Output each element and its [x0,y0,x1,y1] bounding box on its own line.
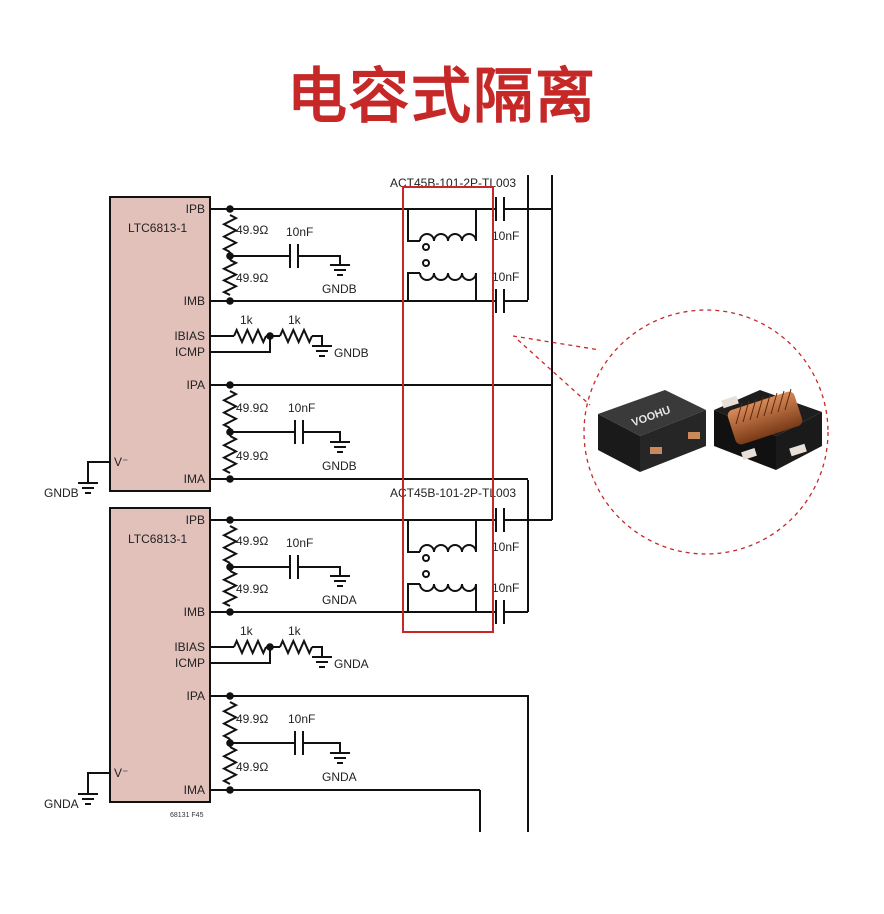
wire [312,335,323,346]
chip-name: LTC6813-1 [128,532,187,546]
resistor-symbol [221,214,239,253]
ground-label: GNDB [334,346,369,360]
capacitor-label: 10nF [286,225,313,239]
junction-dot [226,608,234,616]
resistor-symbol [279,638,313,656]
wire [312,646,323,657]
pin-ipa: IPA [187,689,205,703]
chip-ground-label: GNDA [44,797,79,811]
resistor-symbol [279,327,313,345]
resistor-symbol [233,638,267,656]
transformer-winding [419,544,477,553]
pin-imb: IMB [184,294,205,308]
wire [210,336,271,353]
resistor-symbol [221,525,239,564]
resistor-label: 49.9Ω [236,712,268,726]
chip-block-lower: LTC6813-1 IPB IMB IBIAS ICMP IPA IMA V⁻ GNDA 49.9… [44,507,552,811]
wire [303,742,341,753]
series-cap-label: 10nF [492,581,519,595]
ground-label: GNDA [322,770,357,784]
resistor-label: 49.9Ω [236,271,268,285]
transformer-winding [419,583,477,592]
chip-name: LTC6813-1 [128,221,187,235]
pin-ibias: IBIAS [174,329,205,343]
pin-ipb: IPB [186,513,205,527]
series-cap-label: 10nF [492,229,519,243]
transformer-label-lower: ACT45B-101-2P-TL003 [390,486,516,500]
wire [87,772,110,794]
pin-vminus: V⁻ [114,455,128,469]
resistor-symbol [233,327,267,345]
capacitor-label: 10nF [286,536,313,550]
resistor-label: 49.9Ω [236,534,268,548]
resistor-label: 49.9Ω [236,760,268,774]
resistor-label: 49.9Ω [236,449,268,463]
capacitor-label: 10nF [288,401,315,415]
highlight-box [402,186,494,633]
ground-label: GNDA [322,593,357,607]
resistor-label: 49.9Ω [236,223,268,237]
transformer-winding [419,233,477,242]
resistor-label: 49.9Ω [236,401,268,415]
wire [87,461,110,483]
series-cap-label: 10nF [492,540,519,554]
wire [210,647,271,664]
polarity-dot [422,554,430,562]
choke-product-image: VOOHU [598,388,822,472]
pin-icmp: ICMP [175,656,205,670]
resistor-symbol [221,701,239,740]
wire [407,583,420,612]
page-title: 电容式隔离 [287,62,597,132]
junction-dot [226,381,234,389]
wire [303,431,341,442]
resistor-symbol [221,746,239,785]
ground-label: GNDB [322,459,357,473]
resistor-label: 1k [288,624,302,638]
resistor-symbol [221,259,239,296]
pin-ima: IMA [184,783,205,797]
resistor-symbol [221,570,239,607]
junction-dot [226,692,234,700]
resistor-label: 49.9Ω [236,582,268,596]
wire [407,209,420,242]
pin-ibias: IBIAS [174,640,205,654]
chip-ground-label: GNDB [44,486,79,500]
chip-body [109,196,211,492]
resistor-label: 1k [240,624,254,638]
junction-dot [226,297,234,305]
junction-dot [226,205,234,213]
resistor-label: 1k [240,313,254,327]
ground-label: GNDA [334,657,369,671]
wire [298,566,341,576]
right-bus-wires [479,175,553,832]
resistor-label: 1k [288,313,302,327]
wire [407,520,420,553]
junction-dot [226,516,234,524]
resistor-symbol [221,435,239,474]
figure-id: 68131 F45 [170,812,204,819]
polarity-dot [422,570,430,578]
ground-label: GNDB [322,282,357,296]
polarity-dot [422,243,430,251]
pin-imb: IMB [184,605,205,619]
pin-ipb: IPB [186,202,205,216]
series-cap-label: 10nF [492,270,519,284]
transformer-winding [419,272,477,281]
polarity-dot [422,259,430,267]
pin-ima: IMA [184,472,205,486]
chip-block-upper: LTC6813-1 IPB IMB IBIAS ICMP IPA IMA V⁻ GNDB 49.9… [44,196,552,500]
capacitor-label: 10nF [288,712,315,726]
resistor-symbol [221,390,239,429]
wire [407,272,420,301]
callout [512,309,829,555]
junction-dot [226,786,234,794]
junction-dot [226,475,234,483]
pin-ipa: IPA [187,378,205,392]
pin-vminus: V⁻ [114,766,128,780]
wire [298,255,341,265]
pin-icmp: ICMP [175,345,205,359]
chip-body [109,507,211,803]
